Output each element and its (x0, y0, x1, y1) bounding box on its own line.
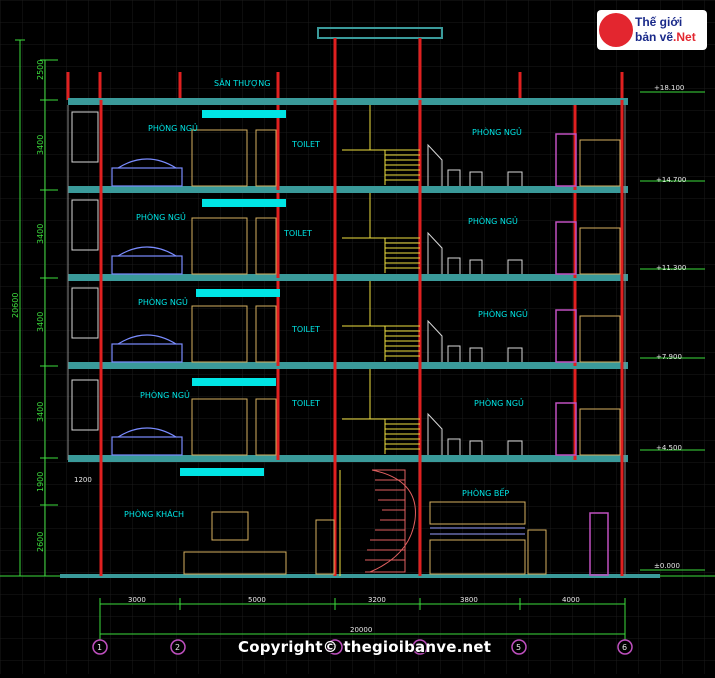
bedroom-label-f5-right: PHÒNG NGỦ (472, 126, 522, 137)
bedroom-label-f3-left: PHÒNG NGỦ (138, 296, 188, 307)
house-icon (599, 13, 633, 47)
living-room-label: PHÒNG KHÁCH (124, 508, 184, 519)
level-label: +4.500 (656, 444, 682, 452)
bedroom-label-f4-right: PHÒNG NGỦ (468, 215, 518, 226)
logo-line1: Thế giới (635, 15, 683, 29)
toilet-label-f5: TOILET (291, 140, 320, 149)
width-dim: 3000 (128, 596, 146, 604)
total-width-dim: 20000 (350, 626, 372, 634)
width-dim: 5000 (248, 596, 266, 604)
axis-label: 1 (97, 643, 102, 652)
copyright-watermark: Copyright© thegioibanve.net (238, 638, 492, 656)
level-label: +11.300 (656, 264, 686, 272)
height-dim: 2500 (36, 60, 45, 80)
level-label: +7.900 (656, 353, 682, 361)
level-label: +14.700 (656, 176, 686, 184)
height-dim: 3400 (36, 224, 45, 244)
bedroom-label-f5-left: PHÒNG NGỦ (148, 122, 198, 133)
bedroom-label-f2-left: PHÒNG NGỦ (140, 389, 190, 400)
logo-line2: bản vẽ.Net (635, 30, 696, 44)
level-label: +18.100 (654, 84, 684, 92)
height-dim: 1900 (36, 472, 45, 492)
axis-label: 6 (622, 643, 627, 652)
axis-label: 3 (332, 643, 337, 652)
bedroom-label-f4-left: PHÒNG NGỦ (136, 211, 186, 222)
toilet-label-f3: TOILET (291, 325, 320, 334)
height-dim: 3400 (36, 312, 45, 332)
kitchen-label: PHÒNG BẾP (462, 487, 509, 498)
width-dim: 3800 (460, 596, 478, 604)
axis-label: 4 (417, 643, 422, 652)
level-label: ±0.000 (654, 562, 680, 570)
bedroom-label-f3-right: PHÒNG NGỦ (478, 308, 528, 319)
toilet-label-f2: TOILET (291, 399, 320, 408)
offset-dim: 1200 (74, 476, 92, 484)
height-dim: 3400 (36, 135, 45, 155)
total-height-dim: 20600 (11, 293, 20, 318)
toilet-label-f4: TOILET (283, 229, 312, 238)
axis-label: 5 (516, 643, 521, 652)
bedroom-label-f2-right: PHÒNG NGỦ (474, 397, 524, 408)
height-dim: 2600 (36, 532, 45, 552)
height-dim: 3400 (36, 402, 45, 422)
roof-label: SÂN THƯỢNG (214, 77, 270, 88)
width-dim: 4000 (562, 596, 580, 604)
brand-logo: Thế giới bản vẽ.Net (597, 10, 707, 50)
width-dim: 3200 (368, 596, 386, 604)
axis-label: 2 (175, 643, 180, 652)
